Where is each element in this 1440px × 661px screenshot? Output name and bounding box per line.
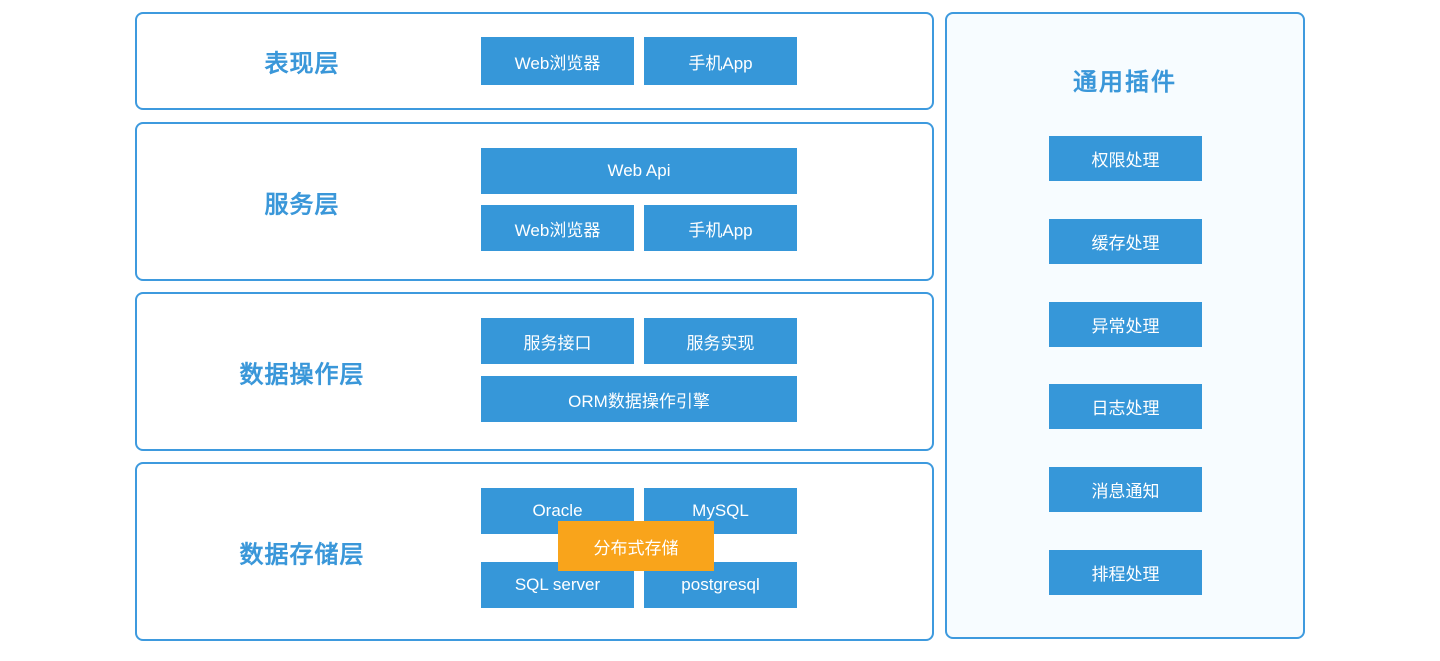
node-distributed-storage: 分布式存储 (558, 521, 714, 571)
plugins-panel-title: 通用插件 (1073, 69, 1177, 96)
layer-presentation-label: 表现层 (264, 50, 340, 78)
node-mobile-app: 手机App (644, 205, 797, 251)
plugin-permission-handling: 权限处理 (1049, 136, 1202, 181)
node-orm-engine: ORM数据操作引擎 (481, 376, 797, 422)
layer-data-storage: 数据存储层 Oracle MySQL SQL server postgresql… (135, 462, 934, 641)
node-service-implementation: 服务实现 (644, 318, 797, 364)
plugin-log-handling: 日志处理 (1049, 384, 1202, 429)
node-web-browser: Web浏览器 (481, 37, 634, 85)
node-web-api: Web Api (481, 148, 797, 194)
node-sql-server: SQL server (481, 562, 634, 608)
plugin-cache-handling: 缓存处理 (1049, 219, 1202, 264)
layer-service-label: 服务层 (264, 191, 340, 218)
node-oracle: Oracle (481, 488, 634, 534)
plugin-message-notification: 消息通知 (1049, 467, 1202, 512)
plugins-panel: 通用插件 权限处理 缓存处理 异常处理 日志处理 消息通知 排程处理 (945, 12, 1305, 639)
layer-service: 服务层 Web Api Web浏览器 手机App (135, 122, 934, 281)
layer-presentation: 表现层 Web浏览器 手机App (135, 12, 934, 110)
layer-data-operation-label: 数据操作层 (239, 361, 365, 388)
node-web-browser: Web浏览器 (481, 205, 634, 251)
layer-data-storage-label: 数据存储层 (239, 541, 365, 568)
node-mobile-app: 手机App (644, 37, 797, 85)
plugin-schedule-handling: 排程处理 (1049, 550, 1202, 595)
node-service-interface: 服务接口 (481, 318, 634, 364)
node-postgresql: postgresql (644, 562, 797, 608)
plugin-exception-handling: 异常处理 (1049, 302, 1202, 347)
layer-data-operation: 数据操作层 服务接口 服务实现 ORM数据操作引擎 (135, 292, 934, 451)
